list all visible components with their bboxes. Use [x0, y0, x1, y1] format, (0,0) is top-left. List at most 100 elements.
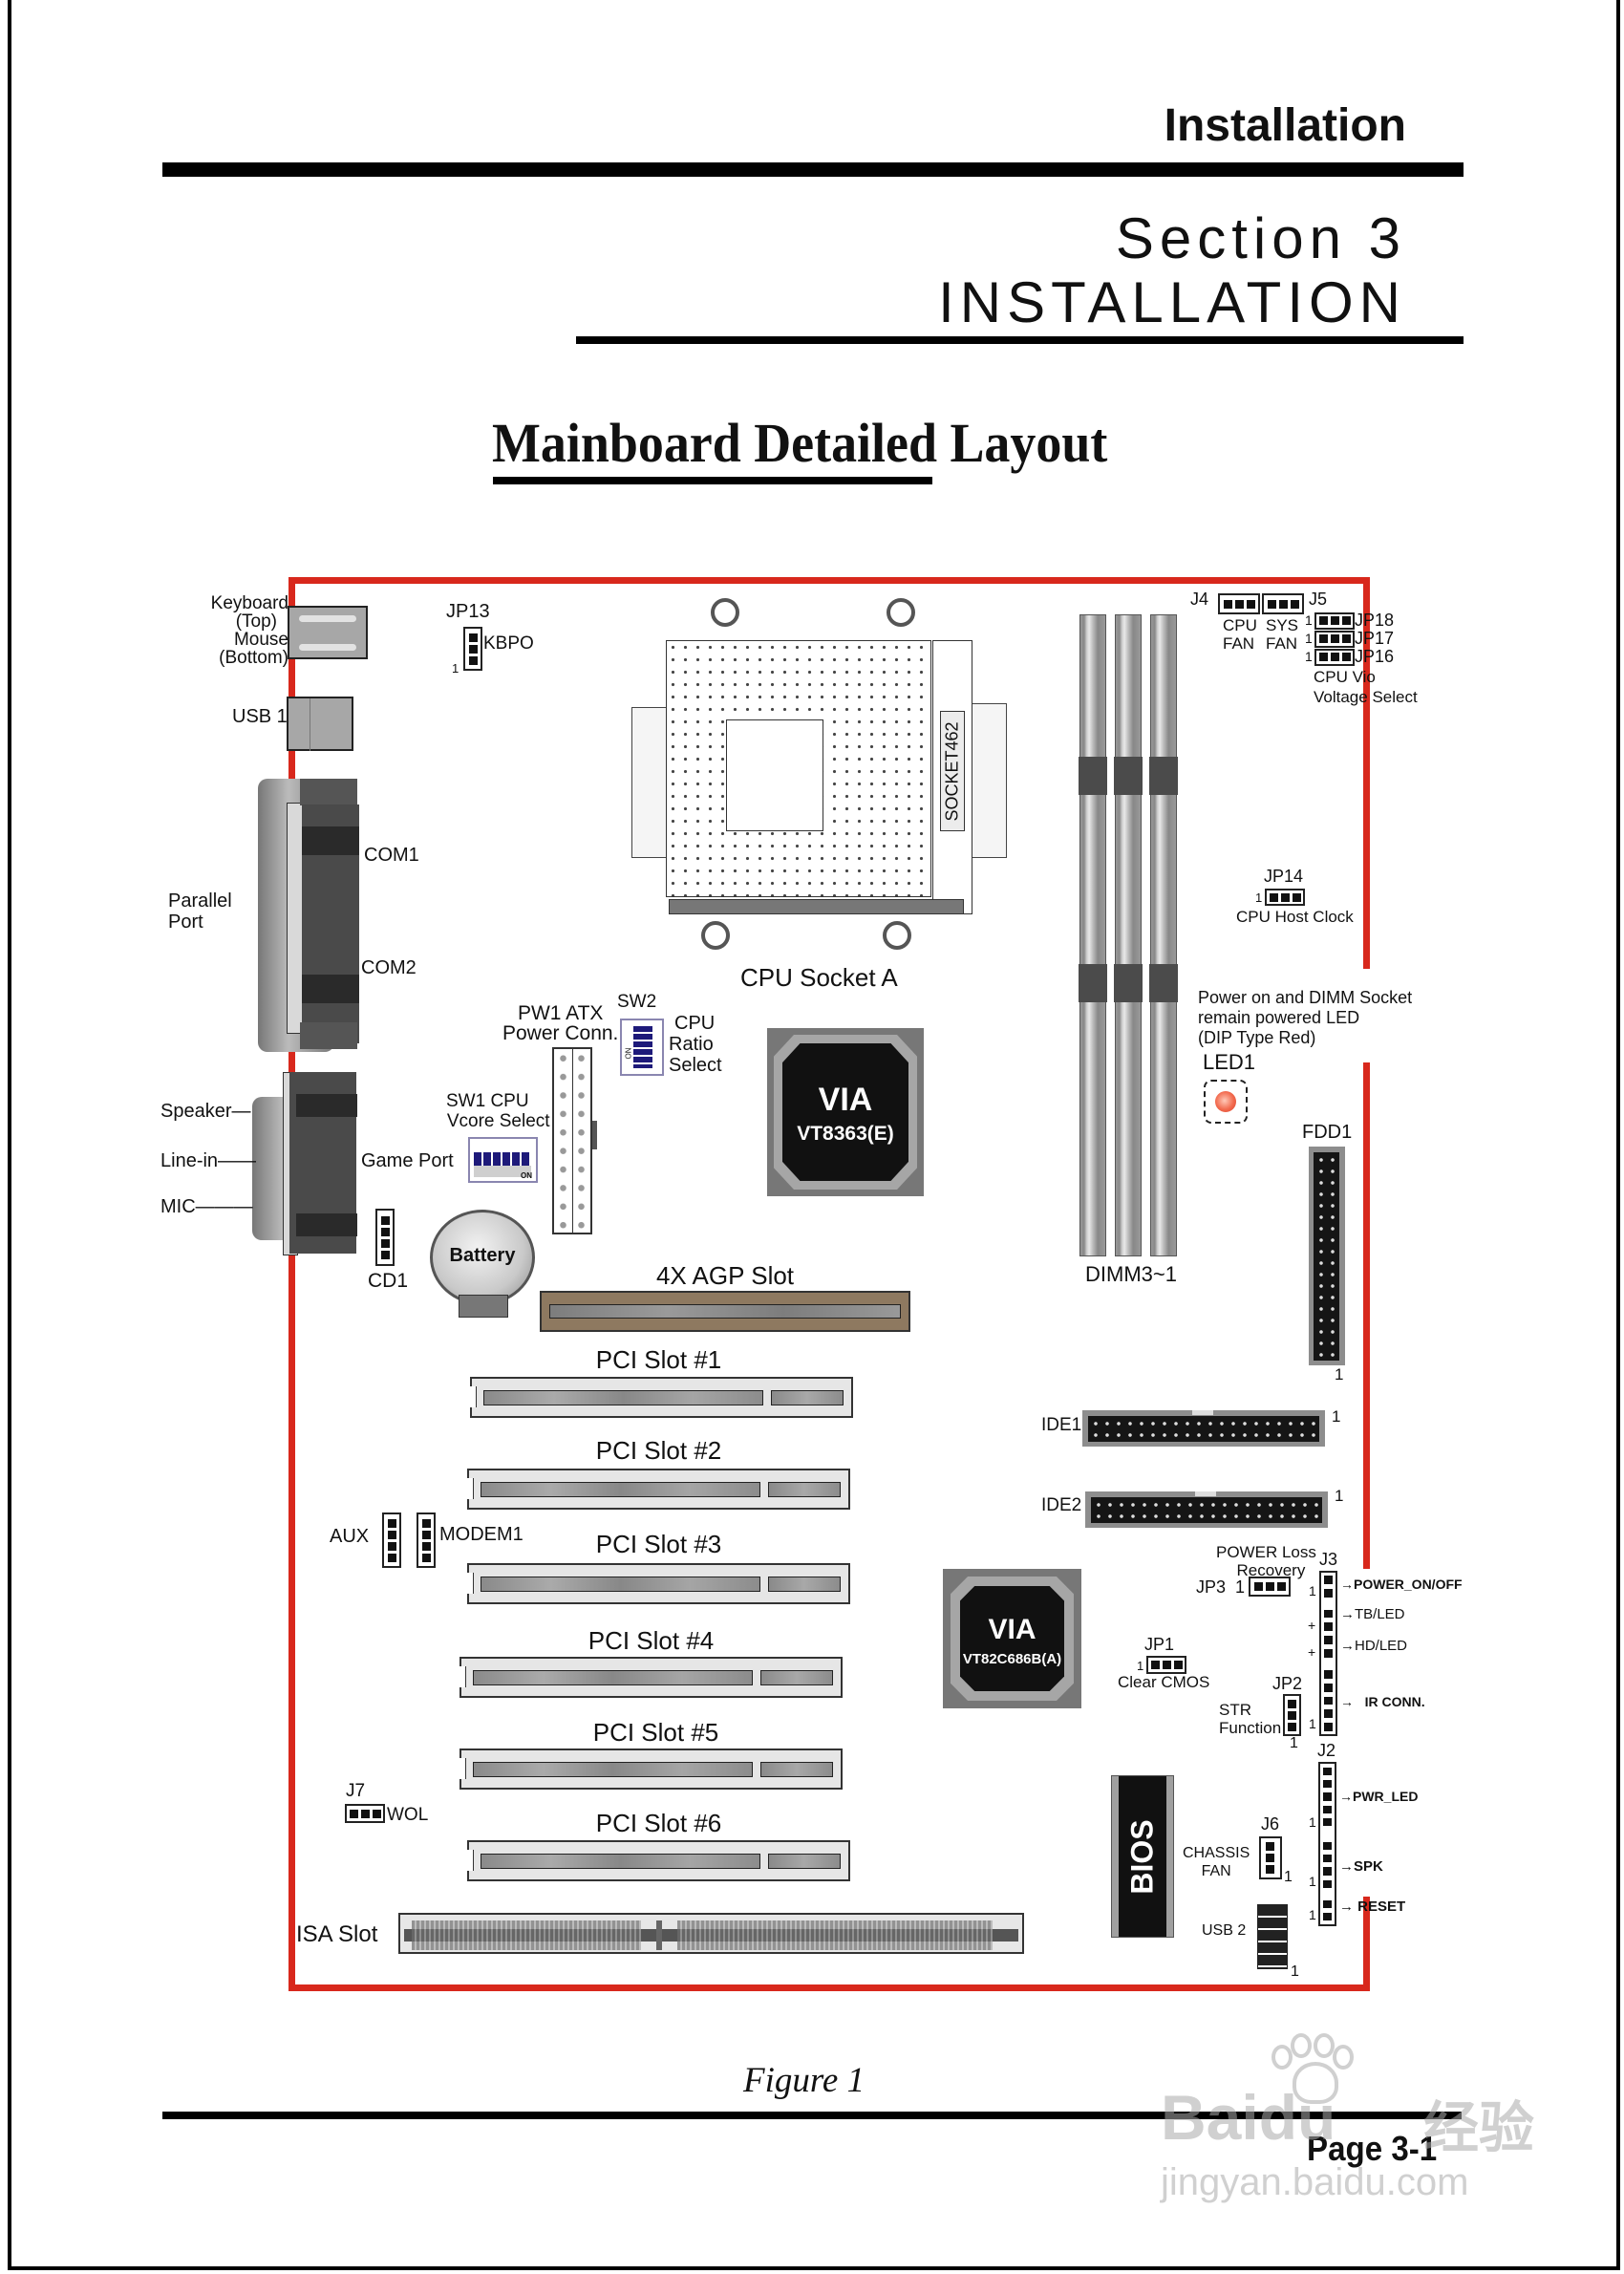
com2-screw-bottom — [300, 1022, 357, 1049]
mounting-hole — [883, 921, 911, 950]
jp14-header[interactable] — [1265, 889, 1305, 906]
chassis-fan-line2: FAN — [1201, 1863, 1231, 1879]
j2-front-panel-header[interactable] — [1318, 1762, 1336, 1926]
board-outline-left — [288, 577, 295, 1991]
pwr-led-label: PWR_LED — [1353, 1789, 1419, 1804]
pci-slot-3[interactable] — [467, 1563, 850, 1604]
title-underline — [493, 477, 932, 484]
socket-clip-right — [972, 703, 1007, 858]
j7-wol-header[interactable] — [345, 1804, 385, 1823]
mounting-hole — [887, 598, 915, 627]
j6-chassis-fan-header[interactable] — [1259, 1836, 1282, 1879]
pwr-led-signal: →PWR_LED — [1339, 1789, 1419, 1804]
cd1-header[interactable] — [375, 1209, 395, 1266]
ide1-connector[interactable] — [1082, 1410, 1325, 1447]
sw1-dip-switch[interactable]: ON — [468, 1137, 538, 1183]
footer-rule — [162, 2112, 1462, 2119]
socket-cavity — [726, 719, 823, 831]
socket-marking: SOCKET462 — [942, 720, 962, 822]
dimm-latch — [1149, 757, 1178, 795]
socket-base — [669, 899, 964, 914]
pw1-atx-connector[interactable] — [552, 1047, 592, 1234]
com1-band — [302, 826, 359, 855]
usb2-header[interactable] — [1257, 1904, 1288, 1969]
ide2-pin1: 1 — [1335, 1487, 1344, 1505]
tb-led-plus: + — [1308, 1618, 1316, 1633]
power-loss-line2: Recovery — [1236, 1561, 1306, 1579]
pci-slot-3-label: PCI Slot #3 — [595, 1530, 722, 1558]
jp16-header[interactable] — [1314, 648, 1355, 666]
board-outline-right-2 — [1363, 1062, 1370, 1569]
speaker-text: Speaker — [160, 1101, 232, 1122]
pci-slot-2-label: PCI Slot #2 — [595, 1436, 722, 1465]
cpu-socket-label: CPU Socket A — [740, 963, 898, 992]
jp17-header[interactable] — [1314, 630, 1355, 648]
figure-caption: Figure 1 — [743, 2061, 865, 2100]
parallel-port-label: Parallel Port — [168, 890, 232, 933]
south-bridge-brand: VIA — [988, 1614, 1036, 1645]
tb-led-signal: →TB/LED — [1340, 1606, 1405, 1622]
fdd1-connector[interactable] — [1309, 1147, 1345, 1365]
jp16-label: JP16 — [1355, 647, 1395, 667]
pci-slot-1[interactable] — [470, 1377, 853, 1418]
pci-slot-2[interactable] — [467, 1469, 850, 1510]
watermark-url: jingyan.baidu.com — [1161, 2161, 1469, 2203]
isa-slot[interactable] — [398, 1913, 1024, 1954]
socket-lever[interactable]: SOCKET462 — [932, 640, 972, 914]
jp1-clear-cmos-header[interactable] — [1146, 1656, 1186, 1674]
dimm-slot-2[interactable] — [1114, 614, 1143, 1256]
aux-label: AUX — [330, 1526, 370, 1547]
reset-label: RESET — [1357, 1899, 1406, 1915]
pwr-led-pin1: 1 — [1309, 1814, 1316, 1830]
dimm-latch — [1149, 964, 1178, 1002]
modem1-header[interactable] — [417, 1512, 436, 1568]
j5-sys-fan-header[interactable] — [1262, 593, 1304, 614]
jp2-str-header[interactable] — [1283, 1694, 1301, 1736]
hd-led-signal: →HD/LED — [1340, 1638, 1408, 1654]
cpu-socket[interactable] — [666, 640, 931, 897]
dimm-slot-1[interactable] — [1149, 614, 1178, 1256]
dimm-slot-3[interactable] — [1079, 614, 1107, 1256]
j3-front-panel-header[interactable] — [1319, 1571, 1337, 1736]
bios-label: BIOS — [1124, 1818, 1160, 1895]
sys-fan-line1: SYS — [1266, 616, 1299, 634]
cpu-ratio-line2: Ratio — [669, 1034, 714, 1055]
dimm-latch — [1114, 964, 1143, 1002]
board-outline-bottom — [288, 1984, 1369, 1991]
j4-cpu-fan-header[interactable] — [1218, 593, 1260, 614]
cpu-host-clock-label: CPU Host Clock — [1236, 908, 1354, 926]
dimm-latch — [1079, 757, 1107, 795]
pci-slot-4[interactable] — [459, 1657, 843, 1698]
spk-signal: →SPK — [1339, 1858, 1383, 1875]
socket-clip-left — [631, 707, 666, 858]
j6-label: J6 — [1261, 1814, 1280, 1834]
isa-slot-label: ISA Slot — [296, 1921, 378, 1947]
north-bridge-chip: VIA VT8363(E) — [767, 1028, 924, 1196]
chassis-fan-line1: CHASSIS — [1183, 1845, 1250, 1861]
aux-header[interactable] — [382, 1512, 401, 1568]
dimm-latch — [1079, 964, 1107, 1002]
pci-slot-5[interactable] — [459, 1748, 843, 1790]
sw2-dip-switch[interactable]: ON — [620, 1019, 664, 1076]
pci-slot-6[interactable] — [467, 1840, 850, 1881]
jp13-header[interactable] — [463, 627, 482, 671]
jp3-label: JP3 — [1196, 1577, 1227, 1597]
board-outline-right-3 — [1363, 1897, 1370, 1991]
reset-pin1: 1 — [1309, 1907, 1316, 1922]
jp18-header[interactable] — [1314, 611, 1355, 630]
spk-pin1: 1 — [1309, 1874, 1316, 1889]
north-bridge-model: VT8363(E) — [797, 1123, 894, 1145]
agp-slot[interactable] — [540, 1291, 910, 1332]
j3-pin1-top: 1 — [1309, 1583, 1316, 1598]
j3-label: J3 — [1319, 1550, 1338, 1569]
ide2-connector[interactable] — [1085, 1491, 1328, 1528]
jp3-header[interactable] — [1249, 1577, 1291, 1597]
led1-outline — [1204, 1080, 1248, 1124]
